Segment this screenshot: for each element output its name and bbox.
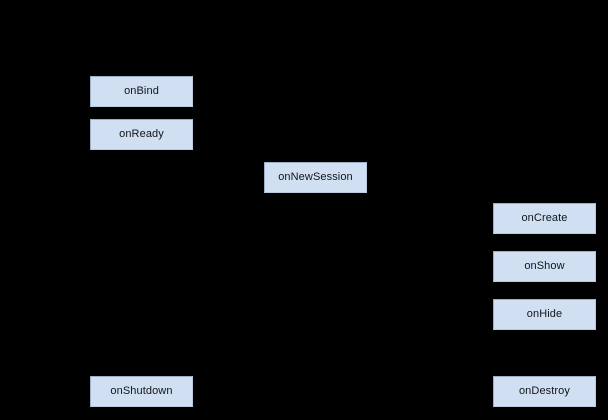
lifecycle-node-on-create[interactable]: onCreate — [493, 203, 596, 234]
lifecycle-node-label: onShow — [524, 260, 565, 272]
lifecycle-node-on-ready[interactable]: onReady — [90, 119, 193, 150]
lifecycle-node-on-bind[interactable]: onBind — [90, 76, 193, 107]
lifecycle-node-label: onBind — [124, 85, 159, 97]
lifecycle-node-on-hide[interactable]: onHide — [493, 299, 596, 330]
lifecycle-node-on-destroy[interactable]: onDestroy — [493, 376, 596, 407]
lifecycle-node-label: onShutdown — [110, 385, 173, 397]
lifecycle-node-on-show[interactable]: onShow — [493, 251, 596, 282]
lifecycle-node-label: onNewSession — [278, 171, 353, 183]
lifecycle-node-label: onHide — [526, 308, 563, 320]
lifecycle-node-label: onCreate — [521, 212, 568, 224]
lifecycle-node-label: onReady — [119, 128, 164, 140]
lifecycle-node-on-shutdown[interactable]: onShutdown — [90, 376, 193, 407]
lifecycle-node-label: onDestroy — [518, 385, 571, 397]
lifecycle-node-on-new-session[interactable]: onNewSession — [264, 162, 367, 193]
